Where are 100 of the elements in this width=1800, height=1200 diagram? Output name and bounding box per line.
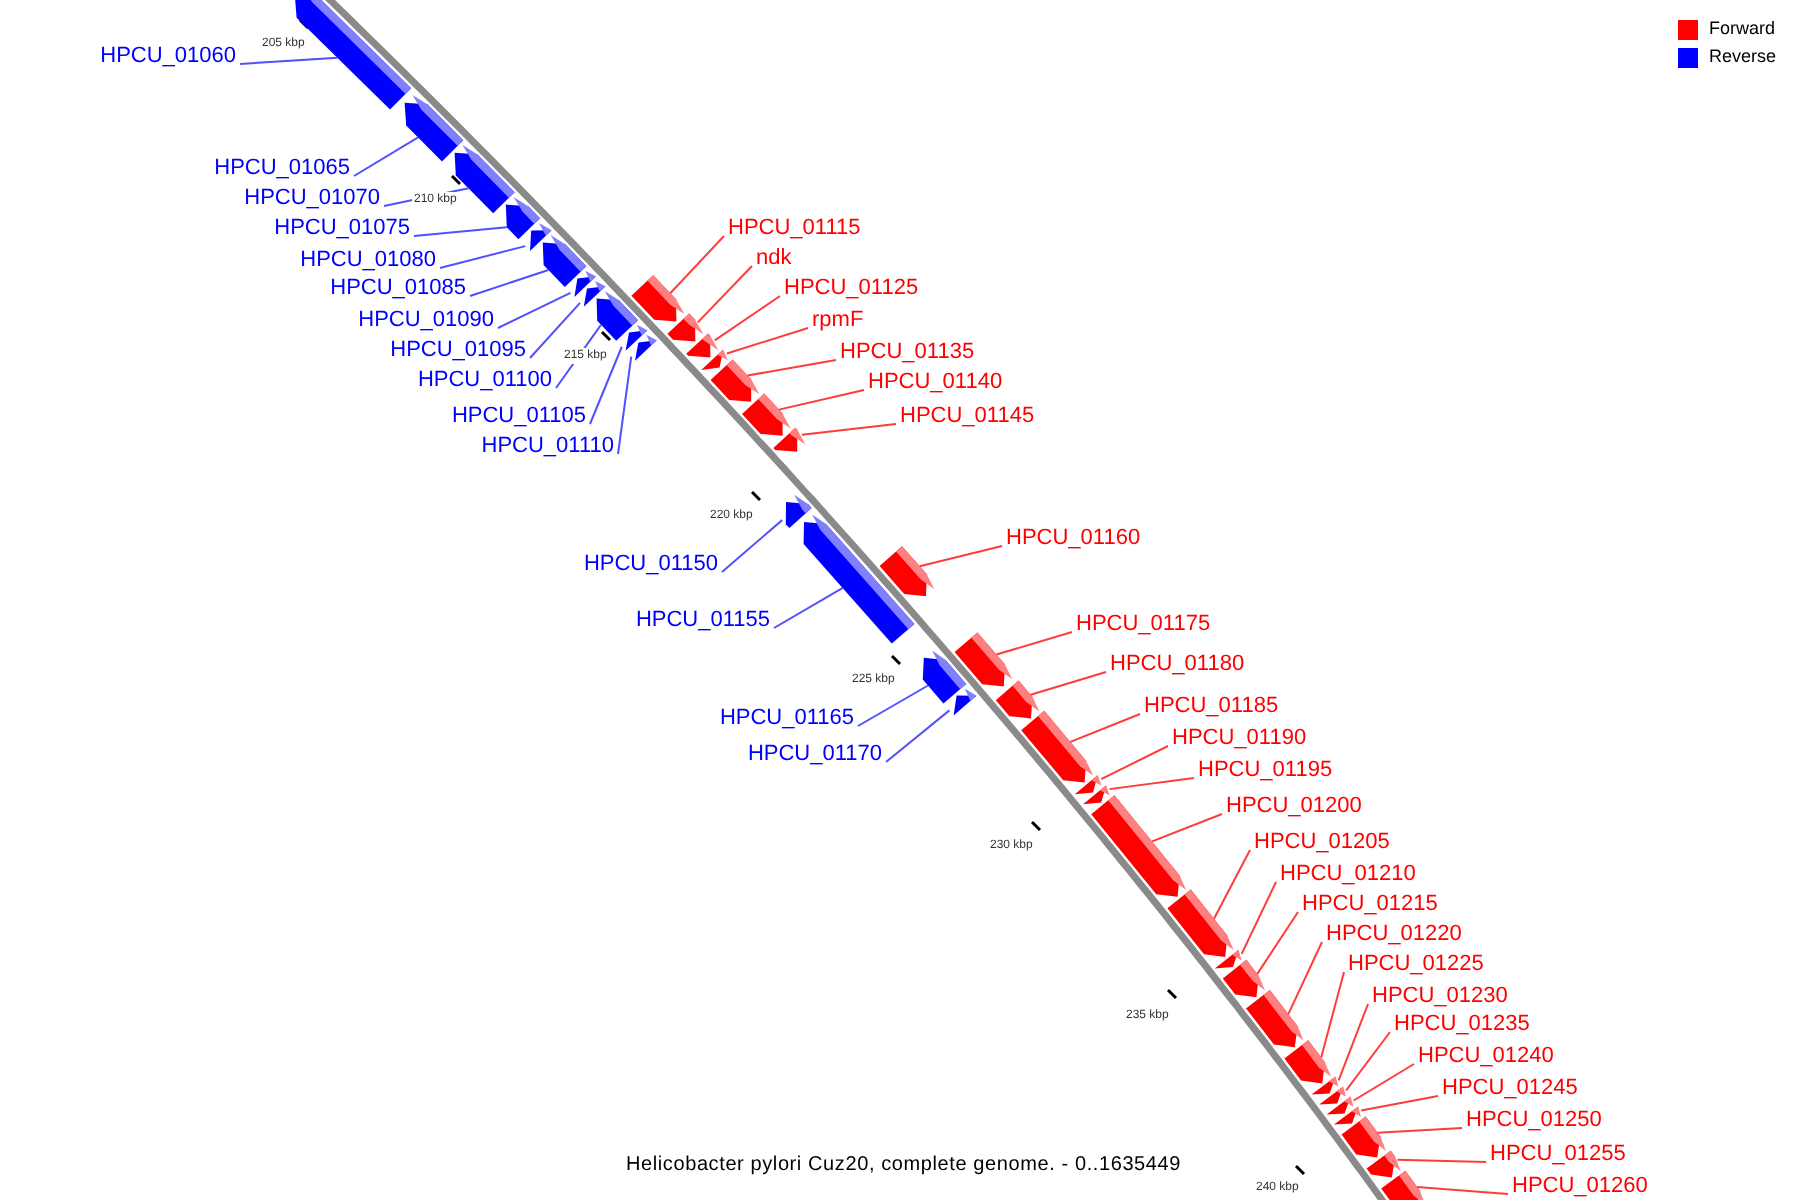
- leader-line: [1376, 1127, 1463, 1134]
- gene-label: HPCU_01170: [747, 740, 882, 768]
- leader-line: [529, 301, 582, 359]
- leader-line: [1416, 1185, 1509, 1195]
- gene-label: HPCU_01125: [784, 274, 919, 302]
- leader-line: [995, 631, 1073, 656]
- forward-gene-block: [773, 427, 806, 452]
- leader-line: [777, 389, 865, 411]
- gene-label: HPCU_01225: [1348, 950, 1484, 978]
- reverse-gene-block: [505, 197, 540, 240]
- gene-label: HPCU_01075: [274, 214, 410, 242]
- leader-line: [555, 323, 602, 389]
- forward-gene-block: [1319, 1086, 1346, 1105]
- gene-label: HPCU_01070: [244, 184, 380, 212]
- leader-line: [1320, 971, 1345, 1059]
- leader-line: [439, 245, 527, 269]
- forward-gene-block: [1246, 990, 1304, 1048]
- reverse-gene-block: [530, 223, 552, 251]
- leader-line: [746, 359, 837, 377]
- gene-label: HPCU_01105: [451, 402, 586, 430]
- forward-gene-block: [879, 546, 935, 597]
- forward-gene-block: [1284, 1040, 1331, 1084]
- leader-line: [1069, 713, 1141, 743]
- gene-label: HPCU_01220: [1326, 920, 1462, 948]
- forward-gene-block: [742, 393, 791, 436]
- gene-label: HPCU_01115: [728, 214, 861, 242]
- reverse-gene-block: [785, 494, 812, 528]
- leader-line: [1337, 1003, 1369, 1082]
- leader-line: [353, 136, 420, 177]
- leader-line: [800, 423, 897, 436]
- forward-gene-block: [1341, 1116, 1386, 1158]
- forward-gene-block: [1167, 889, 1234, 957]
- reverse-gene-block: [596, 291, 638, 341]
- gene-label: HPCU_01135: [840, 338, 975, 366]
- gene-label: HPCU_01140: [868, 368, 1003, 396]
- forward-gene-block: [1021, 710, 1094, 783]
- leader-line: [696, 265, 753, 324]
- leader-line: [589, 345, 623, 425]
- gene-label: HPCU_01110: [481, 432, 614, 460]
- reverse-gene-block: [404, 95, 464, 162]
- leader-line: [1100, 745, 1169, 781]
- gene-label: HPCU_01080: [300, 246, 436, 274]
- gene-label: HPCU_01200: [1226, 792, 1362, 820]
- leader-line: [1360, 1095, 1439, 1112]
- forward-gene-block: [1091, 795, 1187, 897]
- leader-line: [1108, 777, 1195, 791]
- forward-gene-block: [1366, 1150, 1401, 1178]
- leader-line: [239, 56, 339, 65]
- gene-label: HPCU_01165: [719, 704, 854, 732]
- gene-label: HPCU_01195: [1198, 756, 1333, 784]
- gene-label: HPCU_01260: [1512, 1172, 1648, 1200]
- gene-label: HPCU_01210: [1280, 860, 1416, 888]
- gene-label: HPCU_01235: [1394, 1010, 1530, 1038]
- forward-gene-block: [1214, 949, 1242, 969]
- gene-label: HPCU_01250: [1466, 1106, 1602, 1134]
- forward-gene-block: [995, 680, 1040, 719]
- leader-line: [773, 586, 844, 629]
- forward-gene-block: [1222, 959, 1265, 998]
- leader-line: [1287, 941, 1323, 1016]
- leader-line: [469, 269, 550, 297]
- leader-line: [617, 355, 633, 455]
- leader-line: [497, 291, 572, 329]
- gene-label: HPCU_01150: [583, 550, 718, 578]
- reverse-gene-block: [454, 145, 515, 214]
- gene-label: HPCU_01065: [214, 154, 350, 182]
- gene-label: HPCU_01175: [1076, 610, 1211, 638]
- leader-line: [713, 295, 781, 342]
- leader-line: [1240, 881, 1277, 955]
- leader-line: [1151, 813, 1223, 843]
- forward-gene-block: [1311, 1076, 1339, 1095]
- forward-gene-block: [1074, 775, 1102, 795]
- leader-line: [669, 235, 725, 295]
- caption: Helicobacter pylori Cuz20, complete genome. - 0..1635449: [626, 1154, 1182, 1178]
- reverse-gene-block: [542, 235, 587, 287]
- forward-gene-block: [1083, 785, 1110, 805]
- gene-label: rpmF: [812, 306, 864, 334]
- leader-line: [1029, 671, 1107, 696]
- leader-line: [725, 327, 809, 355]
- reverse-gene-block: [953, 688, 977, 716]
- forward-gene-block: [1381, 1170, 1426, 1200]
- gene-label: HPCU_01230: [1372, 982, 1508, 1010]
- gene-label: HPCU_01240: [1418, 1042, 1554, 1070]
- reverse-gene-block: [625, 324, 648, 351]
- gene-label: HPCU_01245: [1442, 1074, 1578, 1102]
- forward-gene-block: [1334, 1106, 1361, 1125]
- legend-label: Reverse: [1708, 46, 1776, 68]
- leader-line: [885, 709, 951, 763]
- gene-label: HPCU_01085: [330, 274, 466, 302]
- leader-line: [1256, 911, 1299, 975]
- gene-label: ndk: [756, 244, 792, 272]
- reverse-gene-block: [635, 334, 657, 361]
- gene-label: HPCU_01215: [1302, 890, 1438, 918]
- gene-label: HPCU_01100: [417, 366, 552, 394]
- gene-label: HPCU_01255: [1490, 1140, 1626, 1168]
- leader-line: [857, 684, 930, 727]
- leader-line: [1213, 849, 1251, 920]
- gene-label: HPCU_01095: [390, 336, 526, 364]
- legend-label: Forward: [1708, 18, 1775, 40]
- leader-line: [918, 545, 1003, 568]
- leader-line: [413, 226, 508, 237]
